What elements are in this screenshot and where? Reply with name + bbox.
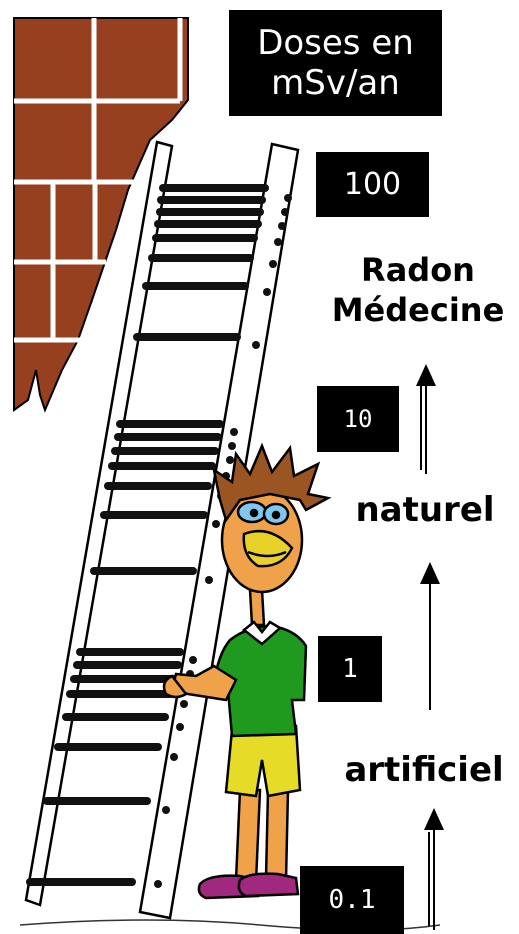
arrow-top-head (416, 364, 436, 386)
title-line-2: mSv/an (271, 63, 400, 103)
dose-value-100: 100 (316, 152, 429, 217)
arrow-bottom-head (424, 808, 444, 830)
source-label-artificiel: artificiel (330, 748, 518, 792)
source-label-medecine: Médecine (318, 290, 518, 330)
source-label-naturel: naturel (340, 490, 510, 530)
shoe-right (239, 874, 298, 896)
source-label-radon-medecine: Radon Médecine (318, 250, 518, 330)
scale-arrows (416, 364, 444, 930)
source-label-radon: Radon (318, 250, 518, 290)
dose-value-10: 10 (317, 386, 399, 452)
dose-value-0-1: 0.1 (300, 866, 404, 934)
title-line-1: Doses en (257, 23, 414, 63)
arrow-middle-head (420, 562, 440, 584)
dose-value-1: 1 (318, 636, 382, 702)
title-box: Doses en mSv/an (229, 10, 442, 116)
